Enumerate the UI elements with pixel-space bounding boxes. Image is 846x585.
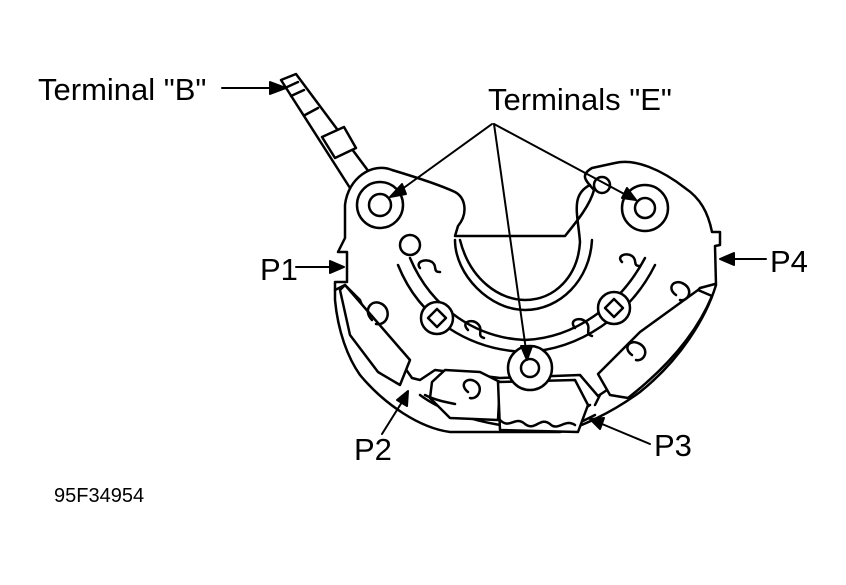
leader-arrows [221, 81, 767, 445]
p3-label: P3 [654, 428, 692, 463]
figure-id: 95F34954 [54, 485, 145, 507]
terminals-e-label: Terminals "E" [488, 82, 672, 117]
terminal-e-center [506, 344, 554, 392]
terminal-b-lead [279, 72, 374, 190]
p4-label: P4 [770, 244, 808, 279]
screw-right [596, 290, 632, 326]
p1-label: P1 [260, 252, 298, 287]
diode-leads [366, 253, 691, 400]
terminal-b-label: Terminal "B" [38, 72, 207, 107]
p2-label: P2 [354, 432, 392, 467]
screw-left [419, 300, 455, 336]
center-cutout [458, 183, 592, 302]
terminal-e-left [355, 180, 405, 230]
